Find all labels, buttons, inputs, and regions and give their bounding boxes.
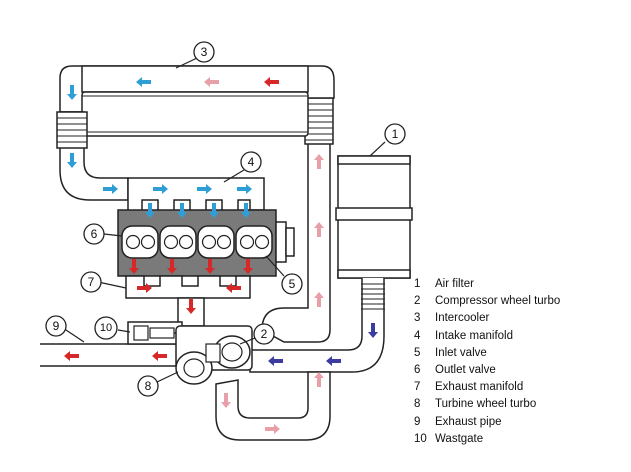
svg-text:4: 4 [248, 155, 255, 169]
svg-text:1: 1 [392, 127, 399, 141]
legend-number: 5 [414, 346, 421, 359]
legend-item: 10 Wastgate [414, 431, 624, 448]
legend-item: 8 Turbine wheel turbo [414, 396, 624, 413]
flow-arrow-inlet-1 [145, 203, 155, 218]
legend-label: Intercooler [435, 312, 490, 325]
svg-text:10: 10 [100, 322, 112, 334]
legend-item: 3 Intercooler [414, 310, 624, 327]
callout-2: 2 [253, 323, 275, 345]
flow-arrow-filter-out [368, 323, 378, 338]
callout-4: 4 [240, 151, 262, 173]
flow-arrow-intercooler-cool [136, 77, 151, 87]
flow-arrow-to-turbine [186, 299, 196, 314]
engine-block [117, 209, 295, 277]
flow-arrow-intercooler-warm [204, 77, 219, 87]
callout-6: 6 [83, 223, 105, 245]
legend-label: Outlet valve [435, 363, 496, 376]
svg-text:6: 6 [91, 227, 98, 241]
flow-arrow-collector-2 [226, 283, 241, 293]
air-filter [335, 155, 413, 279]
leader-lines [62, 57, 386, 383]
legend-number: 2 [414, 295, 421, 308]
legend-label: Turbine wheel turbo [435, 398, 537, 411]
svg-text:8: 8 [145, 379, 152, 393]
legend-item: 9 Exhaust pipe [414, 414, 624, 431]
flow-arrow-intercooler-hot [264, 77, 279, 87]
flow-arrow-manifold-3 [237, 184, 252, 194]
flow-arrow-collector-1 [137, 283, 152, 293]
svg-text:2: 2 [261, 327, 268, 341]
flow-arrow-exhaust-out-1 [152, 351, 167, 361]
callout-7: 7 [80, 271, 102, 293]
flow-arrow-loop-right [265, 424, 280, 434]
flow-arrow-riser-3 [314, 292, 324, 307]
callout-9: 9 [45, 315, 67, 337]
legend-label: Inlet valve [435, 346, 487, 359]
legend-label: Wastgate [435, 432, 484, 445]
legend-item: 6 Outlet valve [414, 362, 624, 379]
flow-arrow-to-manifold [103, 184, 118, 194]
turbine-outlet-pipe [215, 371, 331, 441]
flow-arrow-exhaust-3 [205, 259, 215, 274]
flow-arrow-exhaust-1 [129, 259, 139, 274]
legend-number: 3 [414, 312, 421, 325]
flow-arrow-cooled-down [67, 85, 77, 100]
flow-arrows [64, 77, 378, 434]
legend-number: 6 [414, 363, 421, 376]
legend-label: Exhaust pipe [435, 415, 502, 428]
flow-arrow-riser-2 [314, 222, 324, 237]
callout-3: 3 [193, 41, 215, 63]
svg-text:3: 3 [201, 45, 208, 59]
legend-number: 10 [414, 432, 427, 445]
callout-1: 1 [384, 123, 406, 145]
callout-8: 8 [137, 375, 159, 397]
flow-arrow-inlet-4 [241, 203, 251, 218]
svg-text:9: 9 [53, 319, 60, 333]
flow-arrow-riser-4 [314, 372, 324, 387]
legend-number: 4 [414, 329, 421, 342]
legend-item: 1 Air filter [414, 276, 624, 293]
flow-arrow-inlet-2 [177, 203, 187, 218]
svg-text:5: 5 [289, 277, 296, 291]
legend-number: 1 [414, 278, 421, 290]
flow-arrow-manifold-1 [153, 184, 168, 194]
intercooler [59, 65, 335, 137]
legend-label: Air filter [435, 278, 474, 290]
legend-item: 7 Exhaust manifold [414, 379, 624, 396]
legend-item: 5 Inlet valve [414, 345, 624, 362]
flow-arrow-exhaust-out-2 [64, 351, 79, 361]
legend-item: 2 Compressor wheel turbo [414, 293, 624, 310]
legend-number: 7 [414, 381, 421, 394]
flow-arrow-riser-1 [314, 154, 324, 169]
flow-arrow-to-compressor-1 [326, 356, 341, 366]
flow-arrow-exhaust-2 [167, 259, 177, 274]
svg-text:7: 7 [88, 275, 95, 289]
legend-number: 8 [414, 398, 421, 411]
flow-arrow-manifold-2 [197, 184, 212, 194]
legend-label: Exhaust manifold [435, 381, 524, 394]
legend-label: Intake manifold [435, 329, 513, 342]
flow-arrow-to-compressor-2 [268, 356, 283, 366]
turbocharger [175, 325, 253, 385]
legend-number: 9 [414, 415, 421, 428]
flow-arrow-exhaust-4 [243, 259, 253, 274]
legend-label: Compressor wheel turbo [435, 295, 561, 308]
flow-arrow-cooled-down-lower [67, 153, 77, 168]
exhaust-manifold [125, 275, 251, 327]
flow-arrow-inlet-3 [209, 203, 219, 218]
callout-10: 10 [94, 316, 118, 340]
legend-item: 4 Intake manifold [414, 328, 624, 345]
callout-5: 5 [281, 273, 303, 295]
flow-arrow-loop-down [221, 393, 231, 408]
